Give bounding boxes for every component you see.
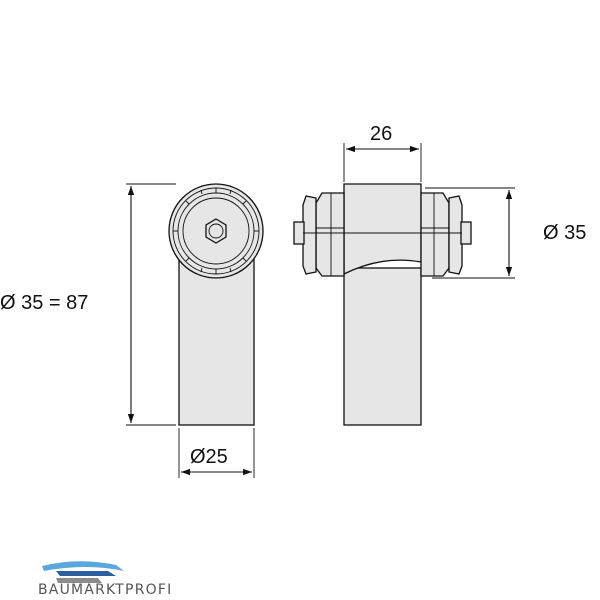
logo-swoosh-light	[42, 561, 124, 571]
brand-name: BAUMARKTPROFI	[38, 582, 173, 598]
shaft-diameter-dimension	[178, 428, 255, 478]
logo-swoosh-gray	[56, 578, 102, 583]
side-head	[343, 183, 422, 276]
shaft-diameter-label: Ø25	[190, 446, 228, 468]
side-right-nut	[448, 195, 463, 275]
height-dimension	[126, 183, 176, 426]
front-bolt-hole	[208, 223, 224, 239]
side-right-flange	[420, 192, 450, 277]
height-dimension-label: Ø 35 = 87	[0, 292, 88, 314]
logo-swoosh-dark	[56, 571, 116, 576]
front-view	[168, 183, 264, 426]
side-left-nut	[302, 195, 317, 275]
front-head-core	[182, 197, 250, 265]
width-dimension-label: 26	[370, 123, 392, 145]
front-bolt-hex	[205, 218, 227, 244]
side-right-bolt	[460, 221, 472, 245]
side-shaft	[343, 267, 422, 426]
side-left-flange	[315, 192, 345, 277]
head-diameter-label: Ø 35	[543, 222, 586, 244]
brand-logo	[42, 561, 124, 583]
side-left-bolt	[293, 221, 305, 245]
side-view	[293, 183, 472, 426]
width-dimension	[343, 143, 422, 182]
front-head-teeth	[173, 188, 259, 274]
head-diameter-dimension	[425, 187, 515, 279]
